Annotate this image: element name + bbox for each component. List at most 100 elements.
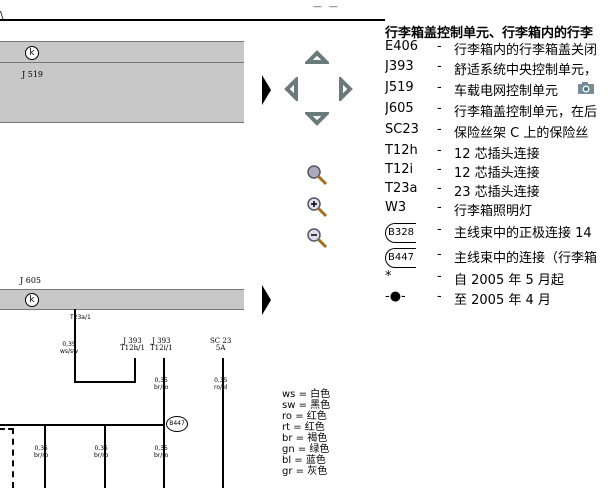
connector-label: J 393 T12i/1	[150, 337, 173, 352]
color-item: ws = 白色	[282, 389, 331, 400]
legend-row: -●- - 至 2005 年 4 月	[385, 289, 608, 306]
color-item: bl = 蓝色	[282, 455, 326, 466]
legend-desc: 行李箱盖控制单元，在后	[454, 105, 598, 118]
zoom-fit-icon[interactable]	[305, 163, 329, 187]
collapse-arrow-icon[interactable]	[262, 75, 272, 105]
color-item: gn = 绿色	[282, 444, 330, 455]
legend-desc: 12 芯插头连接	[454, 166, 540, 179]
legend-row: J519 - 车载电网控制单元	[385, 80, 608, 97]
zoom-in-icon[interactable]	[305, 195, 329, 219]
legend-row: B447 - 主线束中的连接（行李箱	[385, 245, 608, 269]
connection-symbol: B447	[385, 248, 416, 268]
connector-label: J 393 T12h/1	[120, 337, 145, 352]
page-indicator: — —	[313, 2, 340, 12]
dashed-wire	[12, 428, 16, 488]
wire	[44, 424, 46, 488]
connection-b447: B447	[166, 416, 188, 432]
legend-dash: -	[437, 269, 442, 284]
legend-dash: -	[437, 39, 442, 54]
legend-row: W3 - 行李箱照明灯	[385, 200, 608, 217]
color-item: gr = 灰色	[282, 466, 328, 477]
legend-title: 行李箱盖控制单元、行李箱内的行李	[385, 26, 594, 41]
legend-code: T23a	[385, 181, 418, 196]
pan-up-icon[interactable]	[305, 48, 329, 66]
legend-code: J519	[385, 80, 414, 95]
legend-dash: -	[437, 59, 442, 74]
legend-desc: 自 2005 年 5 月起	[454, 273, 564, 286]
legend-row: * - 自 2005 年 5 月起	[385, 269, 608, 286]
camera-icon[interactable]	[577, 81, 595, 95]
wiring-diagram: k J 519 J 605 k T23a/1 0,35 ws/sw J 393 …	[0, 20, 245, 488]
legend-desc: 12 芯插头连接	[454, 147, 540, 160]
legend-row: J393 - 舒适系统中央控制单元，	[385, 59, 608, 76]
legend-code: T12h	[385, 143, 418, 158]
wire-label: 0,35 br/ro	[34, 445, 49, 459]
legend-dash: -	[437, 122, 442, 137]
legend-dash: -	[437, 222, 442, 237]
legend-desc: 行李箱照明灯	[454, 204, 533, 217]
legend-dash: -	[437, 143, 442, 158]
legend-desc: 保险丝架 C 上的保险丝	[454, 126, 589, 139]
wire-label: 0,35 ro/bl	[214, 377, 228, 391]
legend-dash: -	[437, 247, 442, 262]
wire	[104, 424, 106, 488]
wire-label: 0,35 br/ro	[94, 445, 109, 459]
legend-desc: 舒适系统中央控制单元，	[454, 63, 598, 76]
wire	[222, 358, 224, 488]
color-item: ro = 红色	[282, 411, 327, 422]
legend-dash: -	[437, 101, 442, 116]
legend-row: T12i - 12 芯插头连接	[385, 162, 608, 179]
zoom-out-icon[interactable]	[305, 226, 329, 250]
wire	[134, 358, 136, 382]
legend-desc: 行李箱内的行李箱盖关闭	[454, 43, 598, 56]
legend-dash: -	[437, 289, 442, 304]
legend-desc: 主线束中的连接（行李箱	[454, 251, 598, 266]
legend-code: -●-	[385, 289, 406, 304]
ground-symbol-icon: k	[25, 293, 39, 307]
band-divider	[0, 62, 244, 63]
legend-dash: -	[437, 162, 442, 177]
legend-desc: 至 2005 年 4 月	[454, 293, 551, 306]
pan-down-icon[interactable]	[305, 110, 329, 128]
component-j605	[0, 289, 244, 310]
legend-code: J605	[385, 101, 414, 116]
pan-left-icon[interactable]	[282, 77, 300, 101]
wire-label: 0,35 ws/sw	[60, 341, 79, 355]
connection-symbol: B328	[385, 223, 416, 243]
legend-dash: -	[437, 80, 442, 95]
dashed-wire	[0, 428, 13, 430]
component-j519	[0, 41, 244, 123]
wire	[163, 358, 165, 488]
color-item: sw = 黑色	[282, 400, 331, 411]
fuse-label: SC 23 5A	[210, 337, 232, 352]
top-left-mark: \	[0, 10, 4, 21]
color-item: rt = 红色	[282, 422, 325, 433]
top-rule	[0, 19, 385, 21]
component-label: J 519	[22, 70, 44, 79]
legend-desc: 23 芯插头连接	[454, 185, 540, 198]
legend-row: B328 - 主线束中的正极连接 14	[385, 220, 608, 244]
legend-row: J605 - 行李箱盖控制单元，在后	[385, 101, 608, 118]
component-label: J 605	[20, 276, 42, 285]
pan-right-icon[interactable]	[337, 77, 355, 101]
legend-row: T23a - 23 芯插头连接	[385, 181, 608, 198]
color-item: br = 褐色	[282, 433, 328, 444]
wire-label: T23a/1	[70, 314, 91, 321]
ground-symbol-icon: k	[25, 46, 39, 60]
legend-row: T12h - 12 芯插头连接	[385, 143, 608, 160]
top-bar: \ — —	[0, 0, 608, 21]
legend-dash: -	[437, 181, 442, 196]
legend-code: SC23	[385, 122, 419, 137]
wire	[74, 309, 76, 382]
legend-desc: 主线束中的正极连接 14	[454, 226, 592, 241]
collapse-arrow-icon[interactable]	[262, 285, 272, 315]
wire-label: 0,35 br/ro	[154, 445, 169, 459]
legend-code: *	[385, 269, 392, 284]
legend-row: SC23 - 保险丝架 C 上的保险丝	[385, 122, 608, 139]
wire	[74, 381, 136, 383]
legend-code: J393	[385, 59, 414, 74]
legend-desc: 车载电网控制单元	[454, 84, 559, 97]
wire-label: 0,35 br/ro	[154, 377, 169, 391]
legend-code: W3	[385, 200, 407, 215]
